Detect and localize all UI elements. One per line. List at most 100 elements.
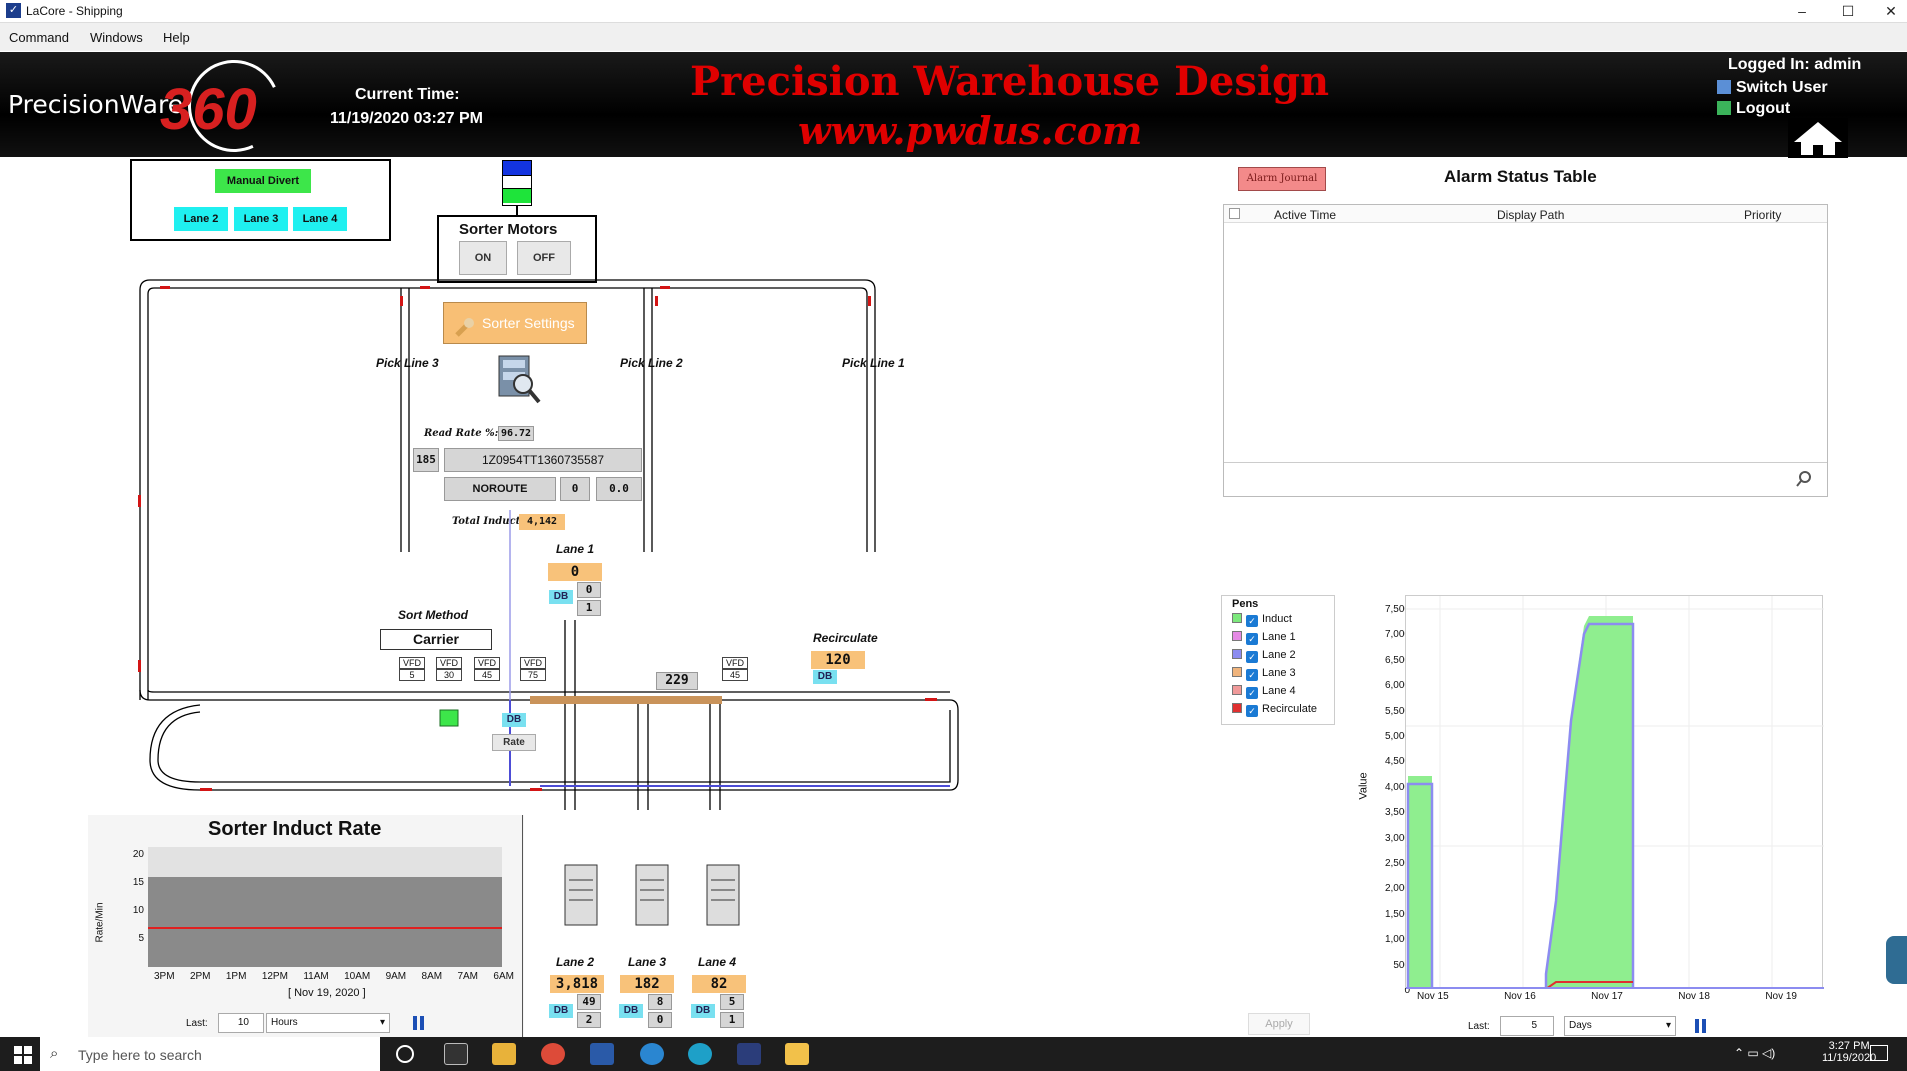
motors-on-button[interactable]: ON: [459, 241, 507, 275]
logo-number: 360: [160, 77, 257, 142]
col-priority[interactable]: Priority: [1744, 208, 1782, 222]
close-button[interactable]: ✕: [1885, 3, 1897, 19]
lane4-label: Lane 4: [698, 955, 737, 969]
home-icon: [1794, 122, 1842, 155]
pick-line-3-label: Pick Line 3: [376, 356, 439, 370]
pick-line-1-label: Pick Line 1: [842, 356, 905, 370]
taskbar-clock[interactable]: 3:27 PM 11/19/2020: [1822, 1040, 1877, 1064]
search-icon[interactable]: [1794, 469, 1814, 489]
maximize-button[interactable]: ☐: [1841, 3, 1855, 19]
lacore-icon[interactable]: [737, 1043, 761, 1065]
checkbox-icon[interactable]: ✓: [1246, 633, 1258, 645]
sort-method-value[interactable]: Carrier: [380, 629, 492, 650]
lane1-db-button[interactable]: DB: [549, 590, 573, 604]
checkbox-icon[interactable]: ✓: [1246, 705, 1258, 717]
switch-user-link[interactable]: Switch User: [1717, 79, 1828, 97]
task-view-icon[interactable]: [444, 1043, 468, 1065]
divert-lane2-button[interactable]: Lane 2: [174, 207, 228, 231]
ie-icon[interactable]: [640, 1043, 664, 1065]
pause-icon[interactable]: [1694, 1018, 1708, 1034]
app-icon[interactable]: [590, 1043, 614, 1065]
induct-last-input[interactable]: 10: [218, 1013, 264, 1033]
trend-last-label: Last:: [1468, 1021, 1490, 1032]
col-active-time[interactable]: Active Time: [1274, 208, 1337, 222]
recirculate-db-button[interactable]: DB: [813, 670, 837, 684]
checkbox-icon[interactable]: ✓: [1246, 687, 1258, 699]
lane1-label: Lane 1: [556, 542, 595, 556]
chevron-down-icon: ▾: [1665, 1020, 1671, 1031]
notes-icon[interactable]: [785, 1043, 809, 1065]
window-title-bar: ✓ LaCore - Shipping – ☐ ✕: [0, 0, 1907, 23]
menu-command[interactable]: Command: [9, 30, 69, 45]
divert-lane4-button[interactable]: Lane 4: [293, 207, 347, 231]
tray-icons[interactable]: ⌃ ▭ ◁): [1734, 1046, 1776, 1060]
induct-unit-select[interactable]: Hours▾: [266, 1013, 390, 1033]
route-value: NOROUTE: [444, 477, 556, 501]
menu-help[interactable]: Help: [163, 30, 190, 45]
sort-method-label: Sort Method: [398, 608, 468, 622]
trend-last-input[interactable]: 5: [1500, 1016, 1554, 1036]
read-rate-value: 96.72: [498, 426, 534, 441]
divert-lane3-button[interactable]: Lane 3: [234, 207, 288, 231]
lane4-value-b: 1: [720, 1012, 744, 1028]
logout-link[interactable]: Logout: [1717, 100, 1790, 118]
sorter-settings-button[interactable]: Sorter Settings: [443, 302, 587, 344]
induct-rate-plot: [148, 847, 502, 967]
cortana-icon[interactable]: [396, 1045, 414, 1063]
induct-rate-line: [148, 927, 502, 929]
pen-lane1[interactable]: ✓Lane 1: [1232, 628, 1324, 646]
pen-lane4[interactable]: ✓Lane 4: [1232, 682, 1324, 700]
pause-icon[interactable]: [412, 1015, 426, 1031]
barcode-value: 1Z0954TT1360735587: [444, 448, 642, 472]
pen-lane2[interactable]: ✓Lane 2: [1232, 646, 1324, 664]
col-display-path[interactable]: Display Path: [1497, 208, 1565, 222]
menu-windows[interactable]: Windows: [90, 30, 143, 45]
lane1-value-a: 0: [577, 582, 601, 598]
trend-unit-select[interactable]: Days▾: [1564, 1016, 1676, 1036]
chrome-icon[interactable]: [541, 1043, 565, 1065]
apply-button[interactable]: Apply: [1248, 1013, 1310, 1035]
taskbar-search[interactable]: ⌕ Type here to search: [40, 1037, 380, 1071]
motors-off-button[interactable]: OFF: [517, 241, 571, 275]
alarm-journal-button[interactable]: Alarm Journal: [1238, 167, 1326, 191]
lane2-db-button[interactable]: DB: [549, 1004, 573, 1018]
total-inducts-value: 4,142: [519, 514, 565, 530]
conveyor-diagram: [138, 279, 959, 810]
scan-count: 185: [413, 448, 439, 472]
file-explorer-icon[interactable]: [492, 1043, 516, 1065]
lane3-db-button[interactable]: DB: [619, 1004, 643, 1018]
pens-title: Pens: [1232, 598, 1259, 610]
select-all-checkbox[interactable]: [1229, 208, 1240, 219]
notification-icon[interactable]: [1870, 1045, 1888, 1061]
checkbox-icon[interactable]: ✓: [1246, 615, 1258, 627]
lane3-count: 182: [620, 975, 674, 993]
lane2-count: 3,818: [550, 975, 604, 993]
alarm-status-table[interactable]: Active Time Display Path Priority: [1223, 204, 1828, 497]
truck-icons: [564, 864, 740, 926]
pen-recirculate[interactable]: ✓Recirculate: [1232, 700, 1324, 718]
scanner-icon[interactable]: [493, 352, 543, 406]
banner-url: www.pwdus.com: [798, 108, 1143, 153]
home-button[interactable]: [1788, 118, 1848, 158]
lane3-label: Lane 3: [628, 955, 667, 969]
sorter-db-button[interactable]: DB: [502, 713, 526, 727]
trend-plot[interactable]: [1405, 595, 1824, 990]
minimize-button[interactable]: –: [1798, 3, 1806, 19]
checkbox-icon[interactable]: ✓: [1246, 651, 1258, 663]
manual-divert-button[interactable]: Manual Divert: [215, 169, 311, 193]
pen-lane3[interactable]: ✓Lane 3: [1232, 664, 1324, 682]
windows-start-icon[interactable]: [14, 1046, 32, 1064]
checkbox-icon[interactable]: ✓: [1246, 669, 1258, 681]
pen-induct[interactable]: ✓Induct: [1232, 610, 1324, 628]
edge-icon[interactable]: [688, 1043, 712, 1065]
rate-button[interactable]: Rate: [492, 734, 536, 751]
side-panel-handle[interactable]: [1886, 936, 1907, 984]
recirculate-count: 120: [811, 651, 865, 669]
lane4-db-button[interactable]: DB: [691, 1004, 715, 1018]
